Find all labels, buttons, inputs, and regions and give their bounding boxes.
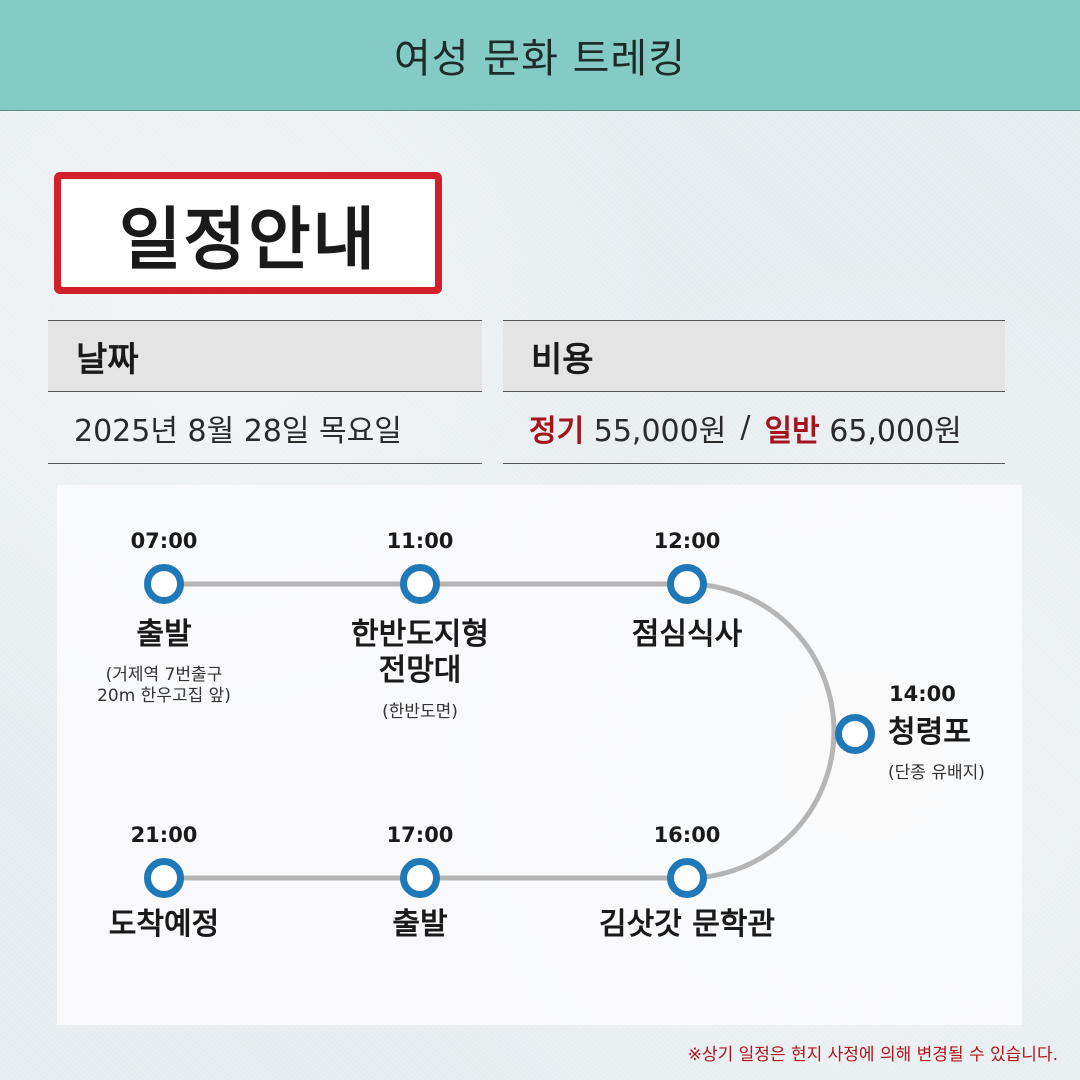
stop-marker xyxy=(400,564,440,604)
stop-sub: (거제역 7번출구 20m 한우고집 앞) xyxy=(97,665,231,706)
regular-price: 55,000원 xyxy=(593,413,727,449)
stop-sub: (한반도면) xyxy=(382,702,458,722)
route-panel xyxy=(57,485,1022,1025)
stop-name: 김삿갓 문학관 xyxy=(598,907,776,942)
stop-sub: (단종 유배지) xyxy=(888,763,985,783)
stop-name: 청령포 xyxy=(888,715,971,750)
stop-name: 출발 xyxy=(392,907,448,942)
stop-marker xyxy=(835,714,875,754)
stop-time: 07:00 xyxy=(130,529,198,553)
date-value: 2025년 8월 28일 목요일 xyxy=(48,392,482,464)
schedule-badge-label: 일정안내 xyxy=(118,200,378,280)
header-bar: 여성 문화 트레킹 xyxy=(0,0,1080,111)
stop-marker xyxy=(667,858,707,898)
footer-note: ※상기 일정은 현지 사정에 의해 변경될 수 있습니다. xyxy=(687,1045,1058,1065)
stop-marker xyxy=(400,858,440,898)
stop-marker xyxy=(144,858,184,898)
cost-heading: 비용 xyxy=(503,320,1005,392)
general-label: 일반 xyxy=(764,413,820,449)
cost-box: 비용 정기 55,000원 / 일반 65,000원 xyxy=(503,320,1005,464)
stop-time: 17:00 xyxy=(386,823,454,847)
price-separator: / xyxy=(740,410,751,445)
stop-time: 11:00 xyxy=(386,529,454,553)
schedule-badge: 일정안내 xyxy=(54,172,442,294)
stop-time: 12:00 xyxy=(653,529,721,553)
stop-name: 도착예정 xyxy=(108,907,220,942)
stop-name: 점심식사 xyxy=(631,617,743,652)
regular-label: 정기 xyxy=(529,413,585,449)
stop-time: 14:00 xyxy=(889,682,956,706)
stop-time: 21:00 xyxy=(130,823,198,847)
general-price: 65,000원 xyxy=(829,413,962,449)
stop-name: 한반도지형 전망대 xyxy=(351,617,489,688)
stop-marker xyxy=(667,564,707,604)
schedule-badge-inner: 일정안내 xyxy=(59,177,437,289)
stop-marker xyxy=(144,564,184,604)
cost-value: 정기 55,000원 / 일반 65,000원 xyxy=(503,392,1005,464)
stop-name: 출발 xyxy=(136,617,192,652)
page-title: 여성 문화 트레킹 xyxy=(393,36,687,82)
date-heading: 날짜 xyxy=(48,320,482,392)
date-box: 날짜 2025년 8월 28일 목요일 xyxy=(48,320,482,464)
stop-time: 16:00 xyxy=(653,823,721,847)
route-line xyxy=(161,581,837,881)
